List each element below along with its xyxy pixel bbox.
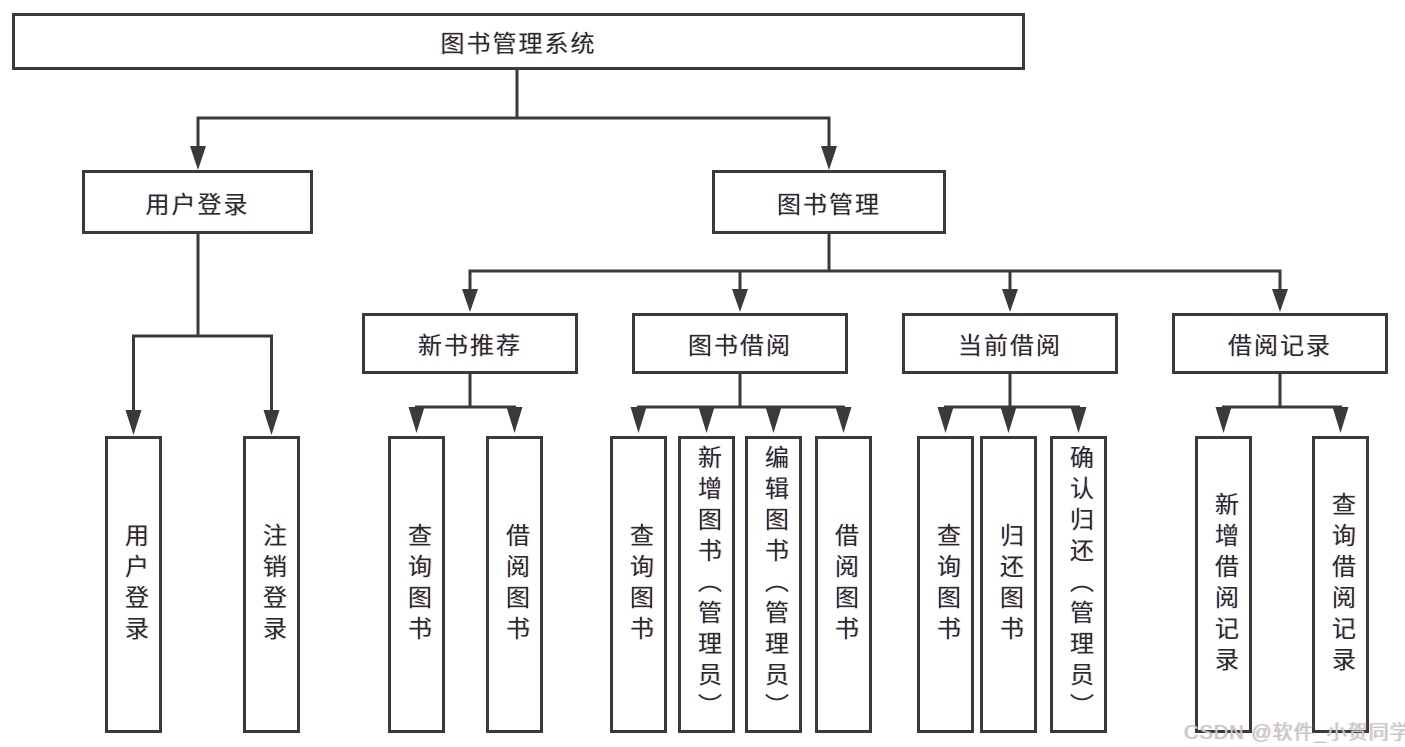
- leaf-label: 用户登录: [120, 522, 148, 647]
- node-new-book-recommendation: 新书推荐: [362, 313, 578, 374]
- node-book-borrowing: 图书借阅: [632, 313, 848, 374]
- leaf-label: 确认归还（管理员）: [1065, 445, 1093, 724]
- node-label: 图书管理: [777, 191, 881, 219]
- leaf-edit-book-admin: 编辑图书（管理员）: [745, 436, 802, 733]
- leaf-borrow-books: 借阅图书: [486, 436, 543, 733]
- node-label: 图书借阅: [688, 333, 792, 360]
- leaf-label: 归还图书: [995, 522, 1023, 647]
- leaf-label: 编辑图书（管理员）: [760, 445, 788, 724]
- node-user-login: 用户登录: [82, 170, 313, 234]
- node-label: 当前借阅: [958, 333, 1062, 360]
- node-borrowing-records: 借阅记录: [1172, 313, 1388, 374]
- leaf-user-login: 用户登录: [105, 436, 162, 733]
- leaf-label: 查询图书: [932, 522, 960, 647]
- leaf-query-borrow-record: 查询借阅记录: [1312, 436, 1369, 733]
- node-label: 借阅记录: [1228, 333, 1332, 360]
- leaf-label: 借阅图书: [830, 522, 858, 647]
- leaf-label: 查询图书: [403, 522, 431, 647]
- leaf-logout: 注销登录: [243, 436, 300, 733]
- csdn-watermark: CSDN @软件_小贺同学: [1184, 722, 1405, 744]
- leaf-label: 借阅图书: [501, 522, 529, 647]
- leaf-add-borrow-record: 新增借阅记录: [1195, 436, 1252, 733]
- node-book-management: 图书管理: [712, 170, 946, 234]
- node-library-management-system: 图书管理系统: [12, 13, 1025, 70]
- node-label: 图书管理系统: [440, 31, 597, 58]
- leaf-borrow-books: 借阅图书: [815, 436, 872, 733]
- leaf-query-books: 查询图书: [388, 436, 445, 733]
- leaf-query-books: 查询图书: [610, 436, 667, 733]
- leaf-query-books: 查询图书: [917, 436, 974, 733]
- leaf-add-book-admin: 新增图书（管理员）: [678, 436, 735, 733]
- leaf-confirm-return-admin: 确认归还（管理员）: [1050, 436, 1107, 733]
- leaf-label: 查询图书: [625, 522, 653, 647]
- leaf-label: 注销登录: [258, 522, 286, 647]
- leaf-label: 新增借阅记录: [1210, 491, 1238, 678]
- node-label: 用户登录: [145, 191, 250, 219]
- leaf-label: 查询借阅记录: [1327, 491, 1355, 678]
- node-current-borrowing: 当前借阅: [902, 313, 1118, 374]
- leaf-return-books: 归还图书: [980, 436, 1037, 733]
- node-label: 新书推荐: [418, 333, 522, 360]
- leaf-label: 新增图书（管理员）: [693, 445, 721, 724]
